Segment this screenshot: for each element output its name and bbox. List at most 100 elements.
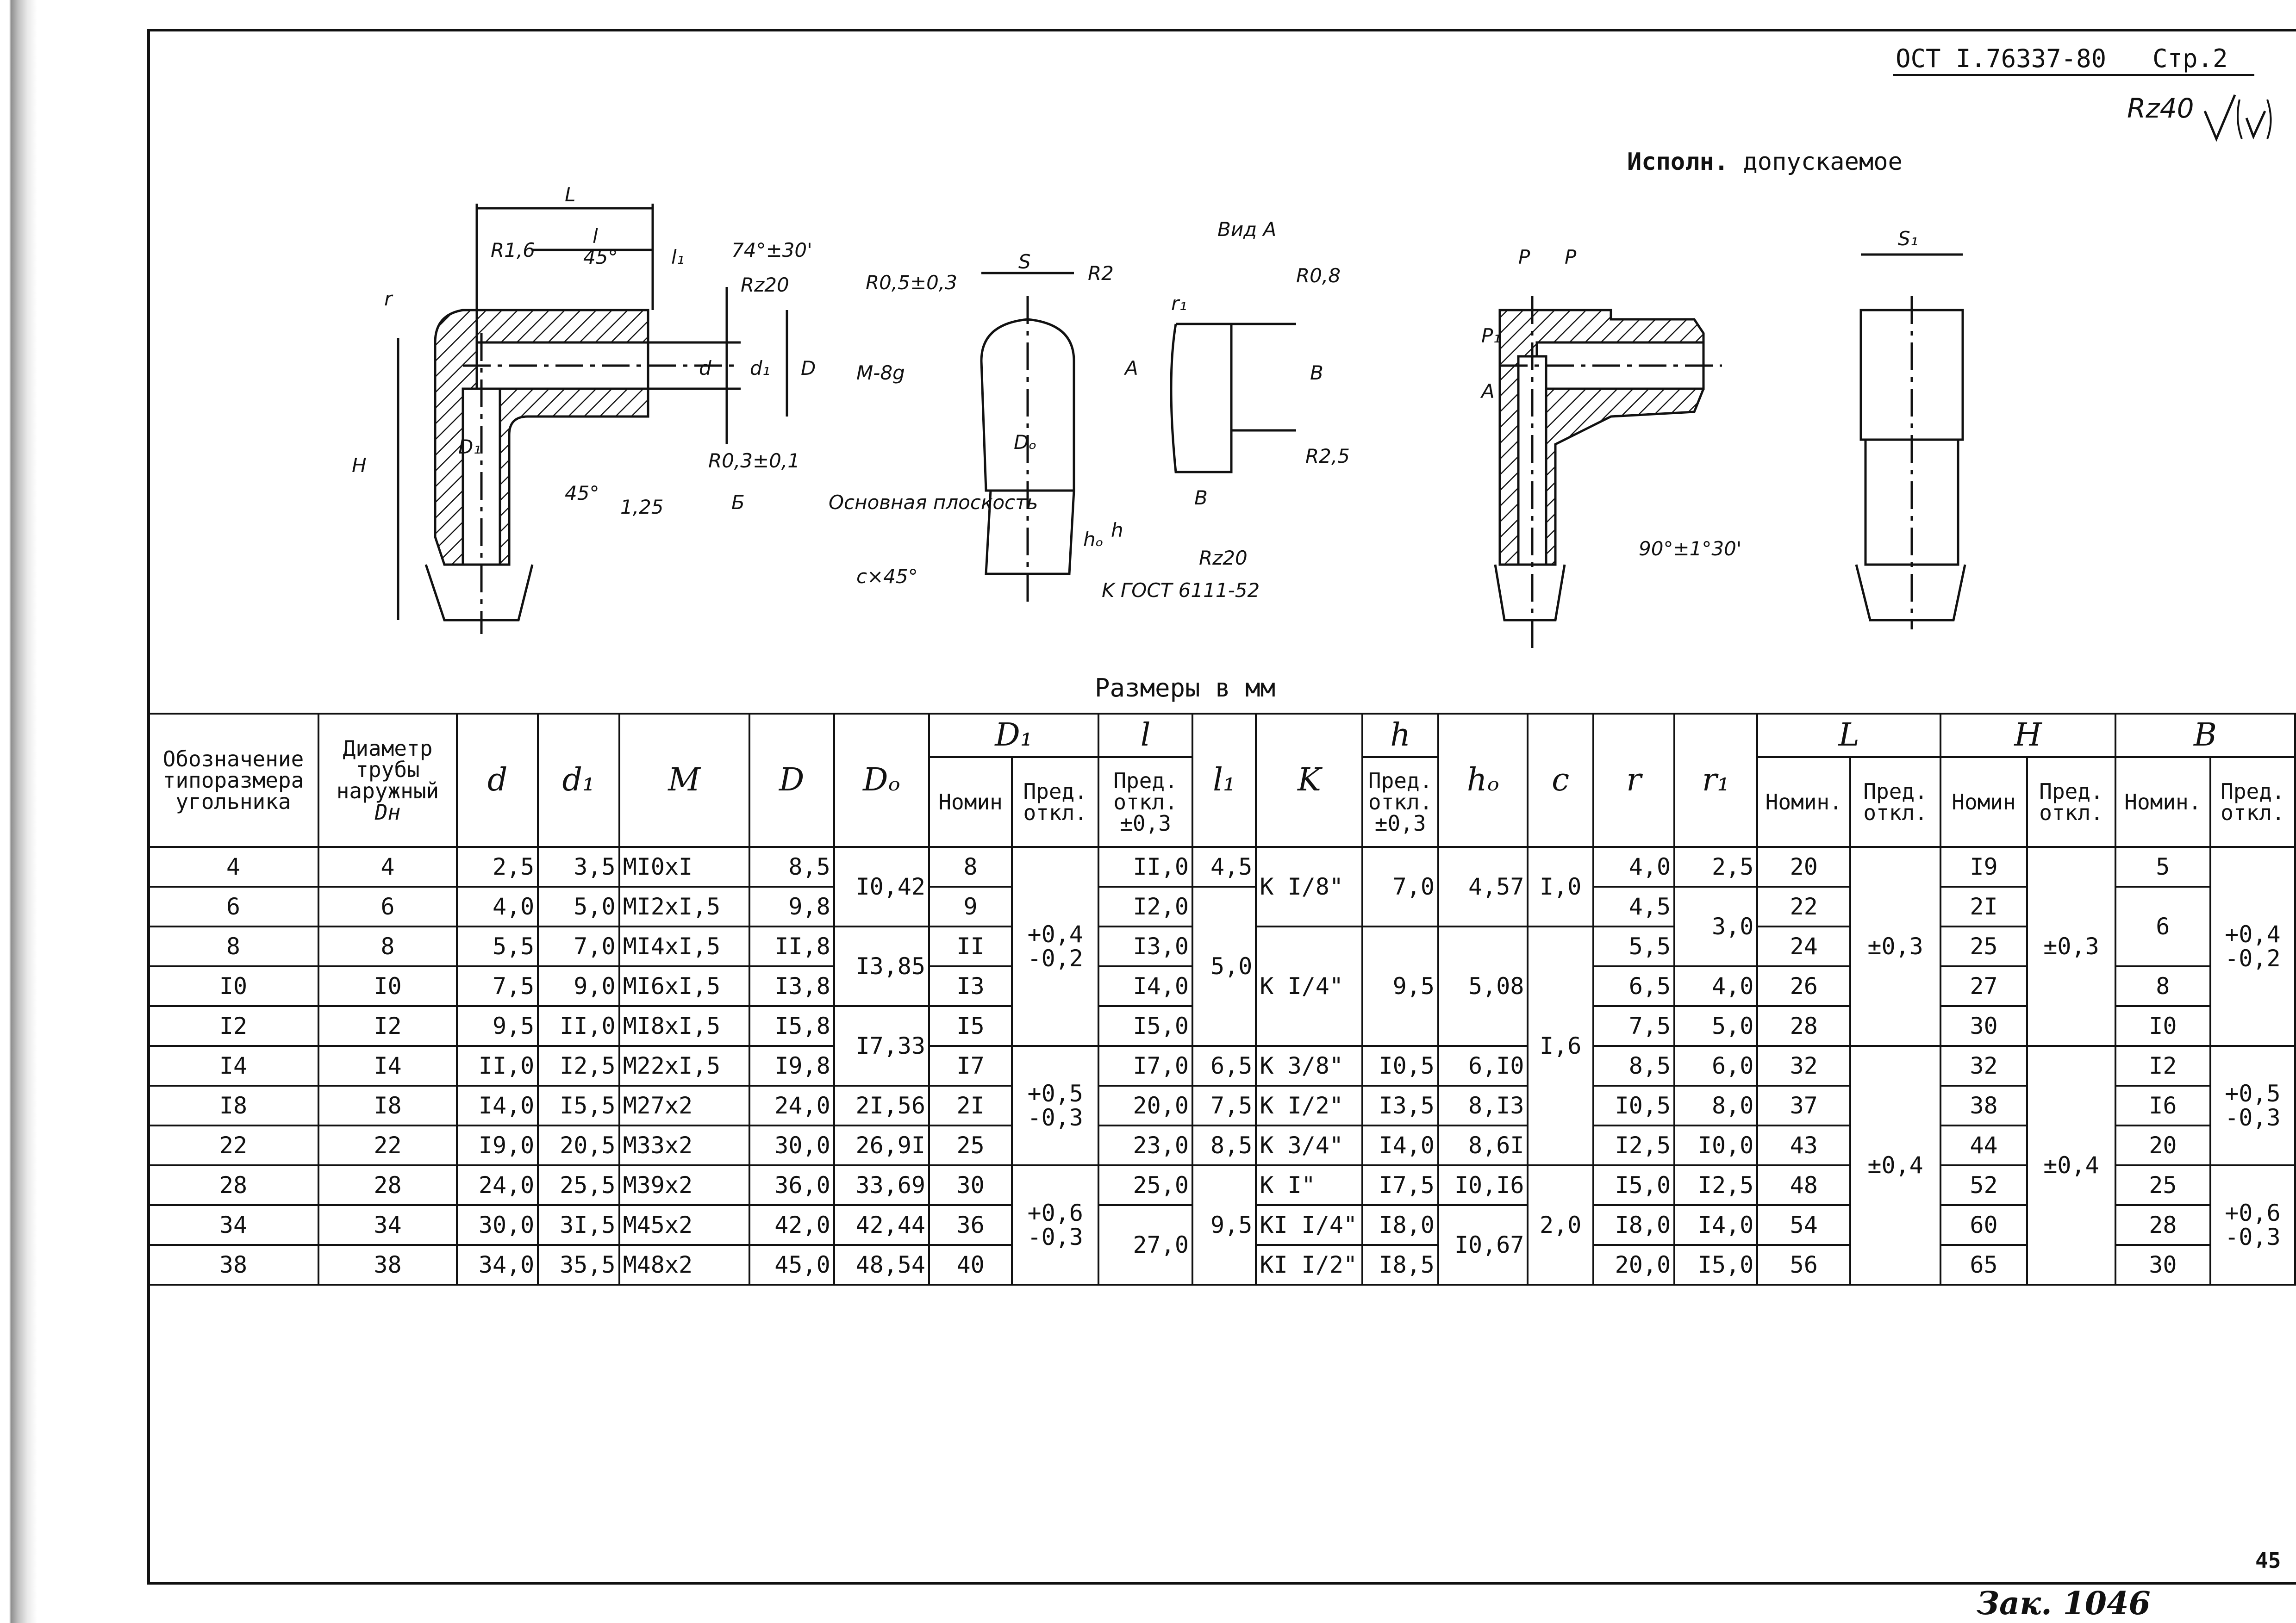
table-cell: MI0xI [618,846,750,888]
table-cell: 20 [2114,1125,2211,1166]
table-cell: I7,5 [1361,1164,1439,1206]
label-angle: 74°±30' [731,239,812,261]
table-cell: I5,5 [537,1085,620,1126]
col-pipe: Диаметр трубы наружный Dн [317,713,458,848]
table-cell: 9,0 [537,965,620,1007]
table-cell: I2,5 [1592,1125,1676,1166]
table-cell: 8,6I [1437,1125,1529,1166]
label-M: M-8g [856,361,905,384]
col-l-dev: Пред.откл.±0,3 [1098,756,1193,848]
col-h: h [1361,713,1439,758]
page-number: 45 [2255,1548,2281,1573]
table-cell: 4 [317,846,458,888]
table-cell: K I/2" [1255,1085,1364,1126]
table-cell: KI I/2" [1255,1244,1364,1286]
table-cell: II,0 [1098,846,1193,888]
table-cell: I8,0 [1361,1204,1439,1246]
table-cell: I0 [147,965,319,1007]
table-cell: K I" [1255,1164,1364,1206]
label-D1: D₁ [458,435,481,458]
table-cell: I,0 [1527,846,1594,927]
table-row: I4 I4 II,0 I2,5 M22xI,5 I9,8 I7 +0,5 -0,… [147,1045,2296,1286]
table-cell: 6,5 [1191,1045,1257,1087]
table-cell: 8 [317,926,458,967]
side-view [980,272,1075,602]
table-cell: I0,67 [1437,1204,1529,1286]
table-cell: ±0,3 [2026,846,2116,1047]
table-cell: 8 [2114,965,2211,1007]
col-M: M [618,713,750,848]
table-cell: I4,0 [455,1085,539,1126]
table-cell: 25,0 [1098,1164,1193,1206]
table-cell: 48,54 [833,1244,930,1286]
col-l1: l₁ [1191,713,1257,848]
table-cell: 24 [1756,926,1852,967]
label-R2: R2 [1088,262,1114,285]
table-cell: 26 [1756,965,1852,1007]
label-H: H [352,454,367,477]
col-H-nom: Номин [1939,756,2028,848]
variant-caption: Исполн. допускаемое [1627,148,1903,176]
table-row: 38 38 34,0 35,5 M48x2 45,0 48,54 40 KI I… [147,1244,2295,1286]
table-cell: 4 [147,846,319,888]
table-cell: 42,44 [833,1204,930,1246]
table-cell: 6,0 [1673,1045,1759,1087]
table-cell: MI4xI,5 [618,926,750,967]
handwritten-order-number: Зак. 1046 [1977,1585,2151,1622]
view-a [1170,323,1296,473]
table-cell: I4 [147,1045,319,1087]
table-cell: I2,5 [1673,1164,1759,1206]
table-cell: I9 [1939,846,2028,888]
table-cell: 3I,5 [537,1204,620,1246]
table-cell: MI6xI,5 [618,965,750,1007]
table-cell: 38 [317,1244,458,1286]
table-cell: 25,5 [537,1164,620,1206]
label-Bview2: B [1194,486,1208,509]
table-cell: 27 [1939,965,2028,1007]
table-cell: 36 [928,1204,1013,1246]
table-cell: +0,5 -0,3 [1011,1045,1100,1166]
table-cell: 2I [1939,886,2028,927]
table-cell: I3 [928,965,1013,1007]
table-cell: I8,5 [1361,1244,1439,1286]
table-cell: I2 [317,1005,458,1047]
table-cell: 8,0 [1673,1085,1759,1126]
label-S1: S₁ [1898,227,1918,250]
table-cell: 20 [1756,846,1852,888]
table-cell: +0,4 -0,2 [2209,846,2296,1047]
col-Do: Dₒ [833,713,930,848]
label-rz20b: Rz20 [1199,547,1248,569]
table-row: I2 I2 9,5 II,0 MI8xI,5 I5,8 I7,33 I5 I5,… [147,1005,2295,1087]
table-cell: M33x2 [618,1125,750,1166]
table-cell: I5,0 [1098,1005,1193,1047]
table-cell: 9,5 [455,1005,539,1047]
table-cell: ±0,4 [2026,1045,2116,1286]
roughness-value: Rz40 [2127,93,2194,124]
table-cell: I8 [147,1085,319,1126]
table-cell: 4,5 [1191,846,1257,888]
table-cell: I8 [317,1085,458,1126]
header-underline [1893,74,2254,76]
table-row: 8 8 5,5 7,0 MI4xI,5 II,8 I3,85 II I3,0 K… [147,926,2295,1166]
label-chamfer: c×45° [856,565,918,588]
col-D1-nom: Номин [928,756,1013,848]
table-cell: K 3/8" [1255,1045,1364,1087]
table-cell: 8,5 [748,846,835,888]
col-l: l [1098,713,1193,758]
table-cell: 9,8 [748,886,835,927]
table-row: 34 34 30,0 3I,5 M45x2 42,0 42,44 36 27,0… [147,1204,2295,1286]
table-cell: ±0,4 [1849,1045,1941,1286]
label-d1: d₁ [750,357,770,379]
label-l1: l₁ [671,246,685,268]
fitting-drawing: L l l₁ 74°±30' Rz20 r R1,6 45° D M-8g d … [352,183,1966,648]
label-angle45b: 45° [565,482,599,504]
table-cell: 5 [2114,846,2211,888]
table-cell: 37 [1756,1085,1852,1126]
table-cell: 2,5 [455,846,539,888]
admissible-section-view [1494,296,1722,648]
col-L-nom: Номин. [1756,756,1852,848]
table-cell: I0,0 [1673,1125,1759,1166]
table-row: 28 28 24,0 25,5 M39x2 36,0 33,69 30 +0,6… [147,1164,2296,1286]
col-D1-dev: Пред.откл. [1011,756,1100,848]
table-cell: 56 [1756,1244,1852,1286]
